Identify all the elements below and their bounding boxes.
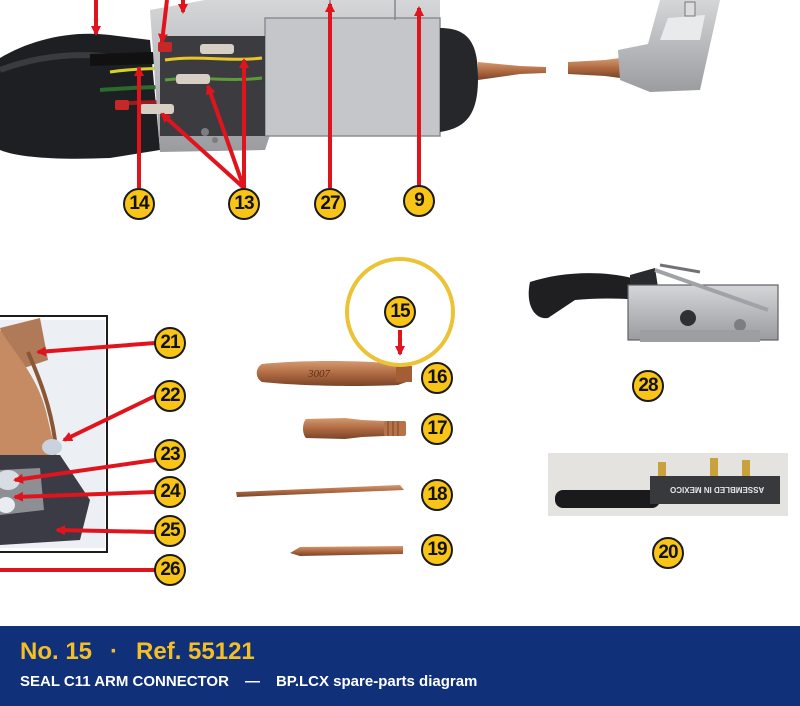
callout-15: 15 [384, 296, 416, 328]
callout-21: 21 [154, 327, 186, 359]
connector-stamp: ASSEMBLED IN MEXICO [670, 485, 764, 494]
electrode-tip-17 [303, 418, 406, 439]
callout-26: 26 [154, 554, 186, 586]
callout-16: 16 [421, 362, 453, 394]
callout-20: 20 [652, 537, 684, 569]
rod-18 [236, 485, 404, 497]
callout-17: 17 [421, 413, 453, 445]
callout-14: 14 [123, 188, 155, 220]
callout-19: 19 [421, 534, 453, 566]
callout-27: 27 [314, 188, 346, 220]
callout-23: 23 [154, 439, 186, 471]
gun-body-photo [0, 0, 546, 159]
tip-stamp: 3007 [307, 368, 331, 380]
info-banner: No. 15 · Ref. 55121 SEAL C11 ARM CONNECTOR… [0, 626, 800, 706]
callout-25: 25 [154, 515, 186, 547]
highlight-ring [345, 257, 455, 367]
banner-title: No. 15 · Ref. 55121 [20, 638, 255, 666]
callout-13: 13 [228, 188, 260, 220]
banner-subtitle: SEAL C11 ARM CONNECTOR — BP.LCX spare-part… [20, 673, 477, 690]
arm-head-inset [0, 315, 108, 553]
part-name: SEAL C11 ARM CONNECTOR [20, 673, 229, 690]
callout-18: 18 [421, 479, 453, 511]
pointer-arrows [0, 0, 424, 572]
parts-diagram: 3007 ASSEMBLED IN MEXICO [0, 0, 788, 572]
callout-22: 22 [154, 380, 186, 412]
lower-arm-photo [568, 0, 720, 92]
callout-28: 28 [632, 370, 664, 402]
electrode-tip-16: 3007 [256, 361, 412, 386]
connector-photo: ASSEMBLED IN MEXICO [548, 453, 788, 516]
callout-9: 9 [403, 185, 435, 217]
diagram-subtitle: BP.LCX spare-parts diagram [275, 673, 478, 690]
subtitle-dash: — [244, 673, 260, 690]
item-number: No. 15 [20, 638, 93, 665]
rod-19 [290, 546, 403, 556]
handle-assembly-photo [528, 263, 779, 342]
reference-number: Ref. 55121 [136, 638, 255, 665]
callout-24: 24 [154, 476, 186, 508]
title-separator: · [110, 638, 119, 665]
